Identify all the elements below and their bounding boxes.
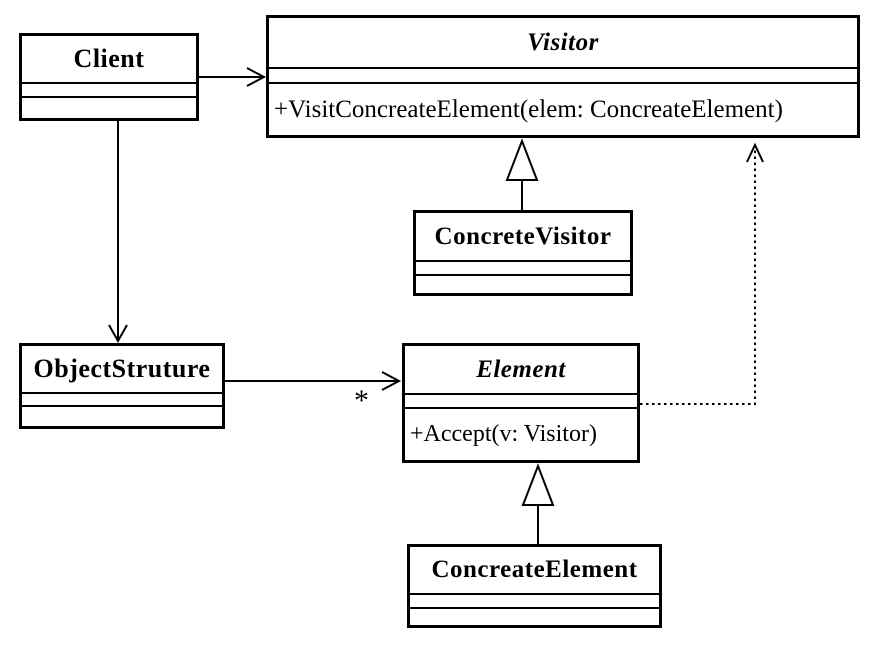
class-name-object-struture: ObjectStruture xyxy=(33,354,211,383)
multiplicity-label: * xyxy=(354,384,369,417)
object-struture-operations-compartment xyxy=(22,405,222,426)
concreate-element-operations-compartment xyxy=(410,607,659,625)
association-client-to-object-struture-arrow xyxy=(108,121,128,344)
element-operation-text: +Accept(v: Visitor) xyxy=(405,407,637,460)
concreate-element-attributes-compartment xyxy=(410,593,659,607)
generalization-concrete-visitor-to-visitor-arrow xyxy=(505,138,539,210)
class-box-visitor: Visitor +VisitConcreateElement(elem: Con… xyxy=(266,15,860,138)
class-box-concrete-visitor: ConcreteVisitor xyxy=(413,210,633,296)
class-box-element: Element +Accept(v: Visitor) xyxy=(402,343,640,463)
class-box-concreate-element: ConcreateElement xyxy=(407,544,662,628)
class-box-client: Client xyxy=(19,33,199,121)
class-name-concreate-element: ConcreateElement xyxy=(431,556,638,583)
association-object-struture-to-element-arrow xyxy=(225,371,402,391)
concrete-visitor-attributes-compartment xyxy=(416,260,630,274)
class-name-element: Element xyxy=(476,355,566,383)
concrete-visitor-operations-compartment xyxy=(416,274,630,293)
class-box-object-struture: ObjectStruture xyxy=(19,343,225,429)
visitor-operation-text: +VisitConcreateElement(elem: ConcreateEl… xyxy=(269,82,857,135)
dependency-element-to-visitor-dotted-arrow xyxy=(640,142,764,405)
visitor-attributes-compartment xyxy=(269,67,857,82)
association-client-to-visitor-arrow xyxy=(199,67,267,87)
class-name-concrete-visitor: ConcreteVisitor xyxy=(434,222,612,250)
element-attributes-compartment xyxy=(405,393,637,407)
object-struture-attributes-compartment xyxy=(22,392,222,405)
class-name-client: Client xyxy=(73,44,145,73)
class-name-visitor: Visitor xyxy=(527,28,599,56)
client-operations-compartment xyxy=(22,96,196,118)
client-attributes-compartment xyxy=(22,82,196,96)
generalization-concreate-element-to-element-arrow xyxy=(521,463,555,544)
